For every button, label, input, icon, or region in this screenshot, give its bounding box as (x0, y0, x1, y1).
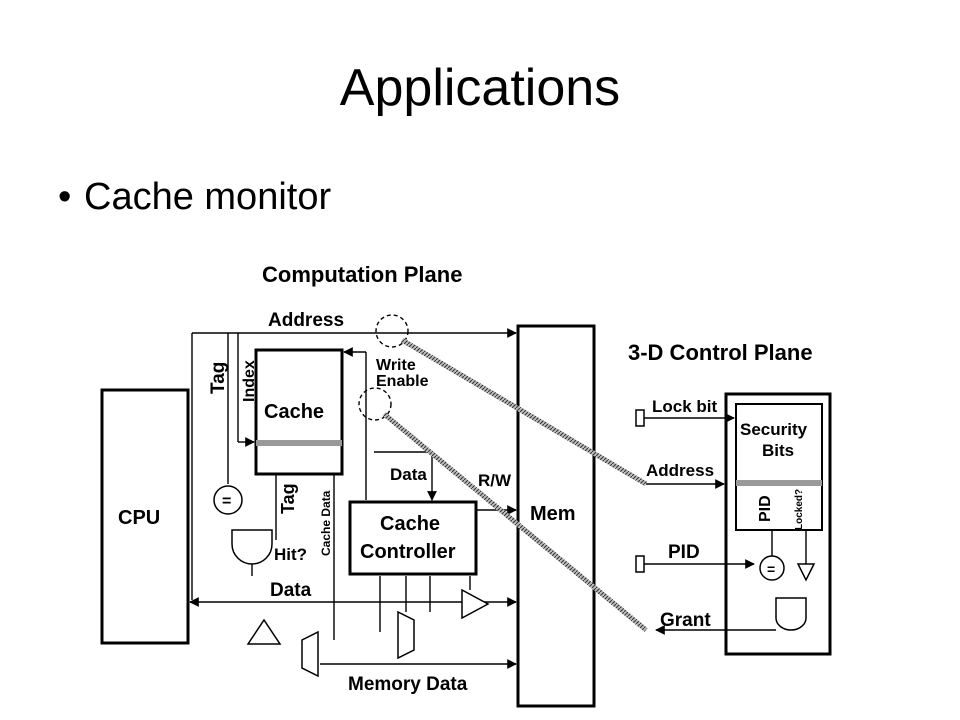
tag-left-label: Tag (208, 362, 229, 394)
bullet-item: • Cache monitor (58, 176, 331, 219)
cache-controller-label-2: Controller (360, 541, 456, 563)
eq-left-label: = (222, 493, 231, 510)
write-enable-tap (358, 387, 392, 421)
cache-label: Cache (264, 401, 324, 423)
security-bits-label-2: Bits (762, 441, 794, 460)
hit-and-gate (231, 529, 273, 565)
write-label: Write (376, 357, 416, 374)
cache-divider (256, 440, 342, 446)
locked-inverter (796, 563, 816, 582)
address-tap (375, 314, 409, 348)
pid-label: PID (668, 542, 700, 563)
hit-label: Hit? (274, 545, 307, 564)
cache-data-label: Cache Data (319, 490, 333, 556)
cache-controller-block (348, 500, 478, 576)
grant-gate (775, 597, 807, 631)
pid-comparator (759, 555, 785, 581)
bullet-dot: • (58, 176, 72, 218)
data-internal-label: Data (390, 465, 427, 484)
memory-data-label: Memory Data (348, 674, 468, 695)
security-bits-block (735, 403, 823, 531)
tag-lower-label: Tag (278, 483, 298, 514)
enable-label: Enable (376, 373, 429, 390)
cpu-block (100, 388, 190, 645)
pid-vertical-label: PID (757, 495, 774, 522)
lock-bit-pin (635, 409, 645, 427)
buffer-right (461, 588, 490, 620)
cache-controller-label-1: Cache (380, 513, 440, 535)
monitor-link-address (400, 337, 648, 487)
bullet-text: Cache monitor (84, 176, 332, 218)
index-label: Index (241, 360, 258, 402)
tag-comparator (213, 485, 243, 515)
buffer-left (246, 618, 282, 645)
security-bits-divider (736, 480, 822, 486)
monitor-link-write (382, 412, 648, 632)
data-bus-label: Data (270, 580, 312, 601)
mux-upper (397, 610, 415, 660)
address-top-label: Address (268, 310, 344, 331)
eq-right-label: = (767, 561, 775, 577)
address-right-label: Address (646, 461, 714, 480)
mux-lower (301, 630, 319, 678)
slide-title: Applications (339, 59, 621, 117)
grant-label: Grant (660, 610, 711, 631)
lock-bit-label: Lock bit (652, 397, 718, 416)
locked-label: Locked? (794, 489, 805, 530)
computation-plane-title: Computation Plane (262, 262, 462, 287)
mem-label: Mem (530, 503, 576, 525)
control-plane-title: 3-D Control Plane (628, 340, 813, 365)
mem-block (516, 324, 596, 708)
cpu-label: CPU (118, 507, 160, 529)
pid-pin (635, 555, 645, 573)
security-bits-label-1: Security (740, 420, 808, 439)
cache-block (254, 348, 344, 476)
rw-label: R/W (478, 471, 512, 490)
